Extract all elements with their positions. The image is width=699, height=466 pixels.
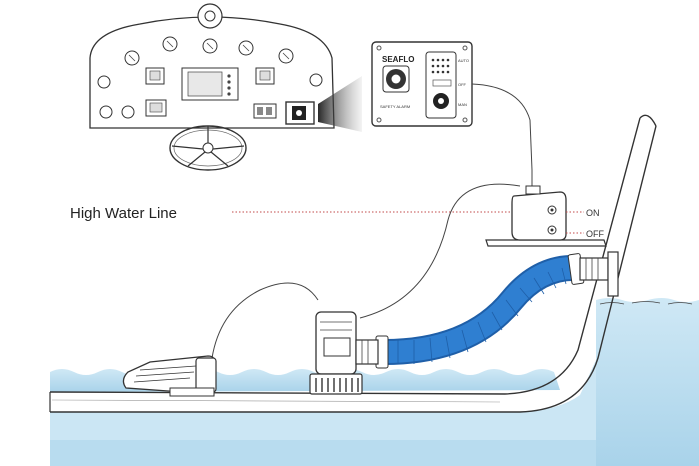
off-label: OFF xyxy=(586,229,604,239)
on-label: ON xyxy=(586,208,600,218)
safety-alarm-label: SAFETY ALARM xyxy=(380,104,410,109)
man-label: MAN xyxy=(458,102,467,107)
zoom-beam xyxy=(318,76,362,132)
float-switch-icon: ON OFF xyxy=(485,185,607,247)
safety-alarm-panel: SEAFLO SAFETY ALARM AUTO OFF MAN xyxy=(371,41,473,127)
off-small-label: OFF xyxy=(458,82,467,87)
high-water-line-label: High Water Line xyxy=(70,205,177,222)
gauge-icon xyxy=(97,36,323,89)
automatic-float-switch xyxy=(122,355,217,397)
hull xyxy=(49,114,657,413)
brand-label: SEAFLO xyxy=(382,55,414,64)
high-water-line: High Water Line xyxy=(70,205,510,222)
helm-wheel-icon xyxy=(169,125,247,171)
bilge-pump-icon xyxy=(309,311,379,395)
auto-label: AUTO xyxy=(458,58,469,63)
wires xyxy=(211,83,533,359)
discharge-hose xyxy=(375,253,585,369)
thru-hull-fitting xyxy=(579,251,619,297)
helm-dashboard xyxy=(89,3,335,171)
